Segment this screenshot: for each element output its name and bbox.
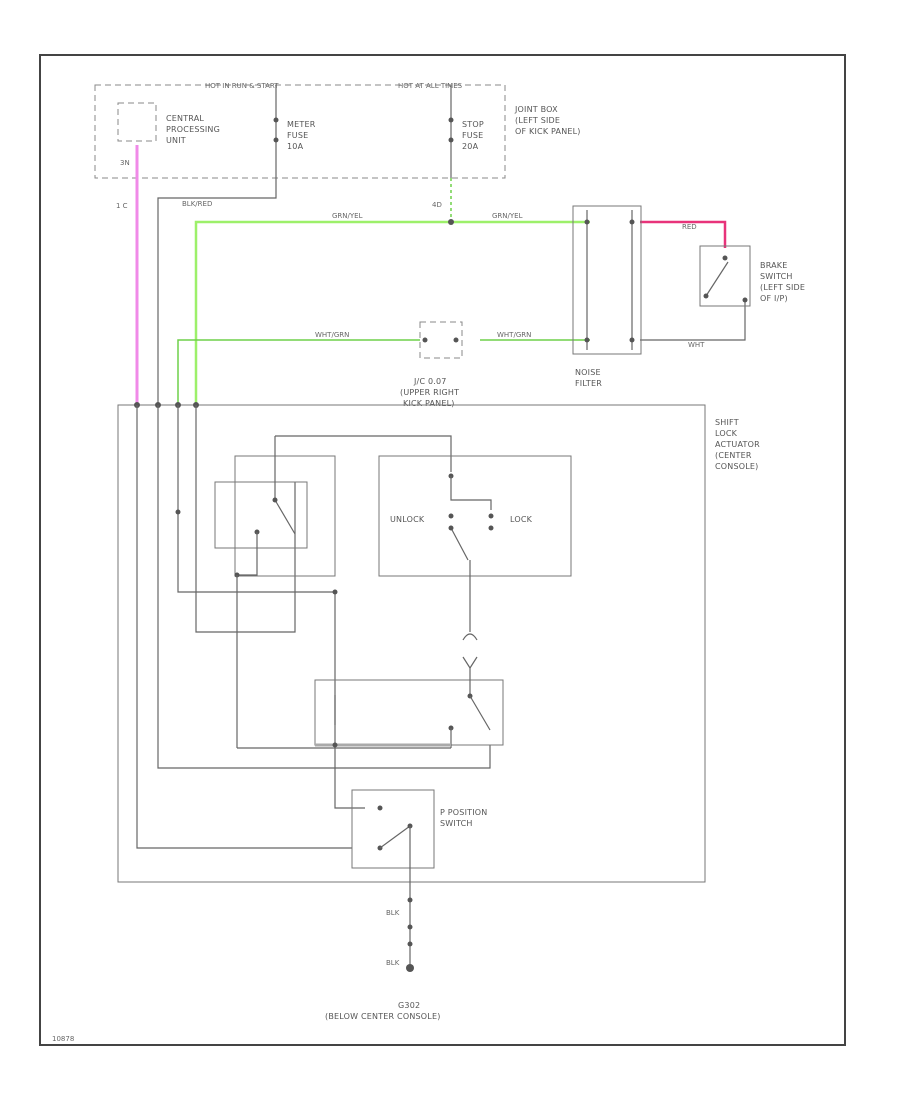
- grn-yel-label-1: GRN/YEL: [332, 212, 363, 220]
- grn-yel-label-2: GRN/YEL: [492, 212, 523, 220]
- grn-yel-wire: [194, 220, 590, 405]
- brake-switch-label-1: BRAKE: [760, 261, 788, 270]
- jc-label-2: (UPPER RIGHT: [400, 388, 459, 397]
- red-wire: [640, 220, 727, 248]
- meter-fuse-label-2: FUSE: [287, 131, 308, 140]
- p-switch-label-1: P POSITION: [440, 808, 487, 817]
- meter-fuse-label-3: 10A: [287, 142, 304, 151]
- p-position-switch-box: [351, 789, 435, 869]
- blk-red-wire: [157, 178, 277, 405]
- noise-filter: NOISE FILTER: [572, 205, 642, 388]
- joint-box-label-2: (LEFT SIDE: [515, 116, 560, 125]
- actuator-label-2: LOCK: [715, 429, 738, 438]
- wht-grn-label-2: WHT/GRN: [497, 331, 531, 339]
- diagram-id: 10878: [52, 1035, 74, 1043]
- pin-1c-label: 1 C: [116, 202, 128, 210]
- brake-switch-label-4: OF I/P): [760, 294, 788, 303]
- cpu-label-3: UNIT: [166, 136, 186, 145]
- blk-red-label: BLK/RED: [182, 200, 212, 208]
- hot-run-start-label: HOT IN RUN & START: [205, 82, 279, 90]
- cpu-label-1: CENTRAL: [166, 114, 204, 123]
- ground-label-1: G302: [398, 1001, 420, 1010]
- red-label: RED: [682, 223, 697, 231]
- noise-filter-label-2: FILTER: [575, 379, 602, 388]
- jc-label-3: KICK PANEL): [403, 399, 455, 408]
- blk-label-top: BLK: [386, 909, 400, 917]
- lock-label: LOCK: [510, 515, 533, 524]
- unlock-label: UNLOCK: [390, 515, 425, 524]
- jc-label-1: J/C 0.07: [413, 377, 447, 386]
- jc-connector-box: [419, 321, 463, 359]
- joint-box-label-1: JOINT BOX: [514, 105, 558, 114]
- stop-fuse-label-3: 20A: [462, 142, 479, 151]
- unlock-lock-box: [378, 455, 572, 577]
- top-wiring: 1 C BLK/RED 4D GRN/YEL GRN/YEL RED WHT/G…: [116, 145, 746, 408]
- shift-lock-actuator: SHIFT LOCK ACTUATOR (CENTER CONSOLE): [117, 402, 760, 883]
- blk-label-bottom: BLK: [386, 959, 400, 967]
- stop-fuse-label-1: STOP: [462, 120, 484, 129]
- brake-switch-label-2: SWITCH: [760, 272, 793, 281]
- actuator-label-4: (CENTER: [715, 451, 752, 460]
- joint-box: HOT IN RUN & START HOT AT ALL TIMES JOIN…: [94, 82, 581, 179]
- cpu-label-2: PROCESSING: [166, 125, 220, 134]
- actuator-label-5: CONSOLE): [715, 462, 758, 471]
- stop-fuse-label-2: FUSE: [462, 131, 483, 140]
- actuator-label-3: ACTUATOR: [715, 440, 760, 449]
- cpu-pin-label: 3N: [120, 159, 130, 167]
- cpu-box: [117, 102, 157, 142]
- hot-all-times-label: HOT AT ALL TIMES: [398, 82, 463, 90]
- brake-switch-label-3: (LEFT SIDE: [760, 283, 805, 292]
- meter-fuse-label-1: METER: [287, 120, 316, 129]
- joint-box-label-3: OF KICK PANEL): [515, 127, 581, 136]
- ground-label-2: (BELOW CENTER CONSOLE): [325, 1012, 441, 1021]
- p-switch-label-2: SWITCH: [440, 819, 473, 828]
- wht-grn-wire-1: [177, 339, 420, 405]
- actuator-label-1: SHIFT: [715, 418, 739, 427]
- pin-4d-label: 4D: [432, 201, 442, 209]
- wht-wire: [640, 300, 746, 341]
- wht-grn-label-1: WHT/GRN: [315, 331, 349, 339]
- brake-switch: BRAKE SWITCH (LEFT SIDE OF I/P): [699, 245, 805, 307]
- noise-filter-label-1: NOISE: [575, 368, 601, 377]
- diagram-frame: [39, 54, 846, 1046]
- ground: BLK BLK G302 (BELOW CENTER CONSOLE): [325, 882, 441, 1021]
- wht-label: WHT: [688, 341, 705, 349]
